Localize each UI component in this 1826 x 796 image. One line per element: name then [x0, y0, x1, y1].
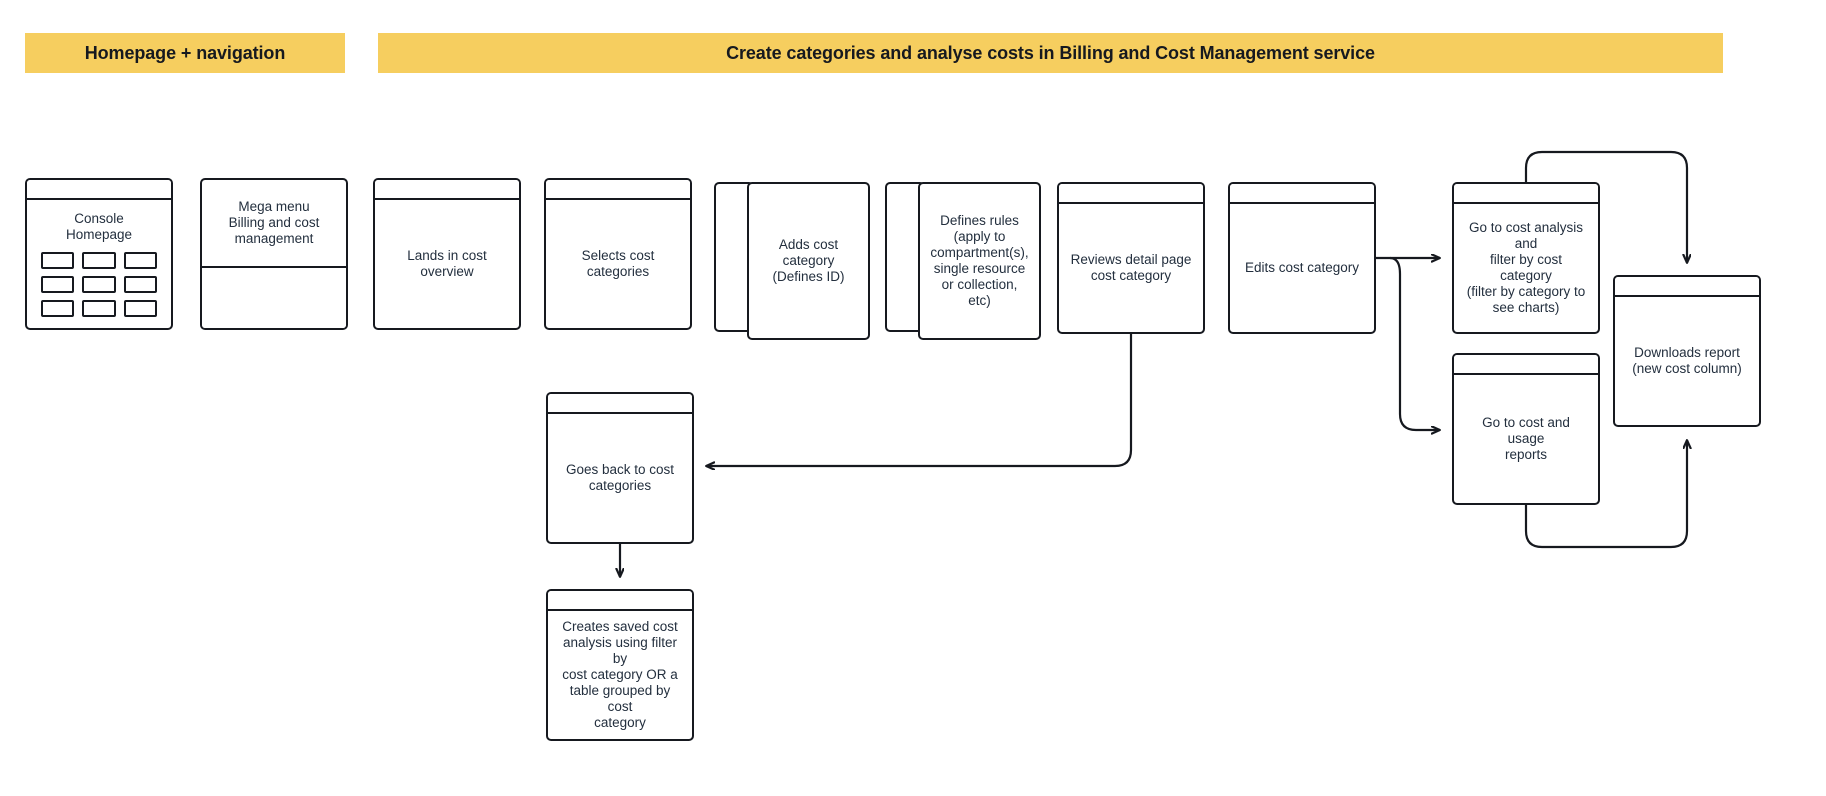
window-frame: Lands in cost overview [373, 178, 521, 330]
homepage-tile[interactable] [41, 276, 75, 294]
homepage-tile[interactable] [123, 276, 157, 294]
window-frame: Go to cost and usage reports [1452, 353, 1600, 505]
window-body: Mega menu Billing and cost management [202, 180, 346, 266]
node-reviews-detail-page[interactable]: Reviews detail page cost category [1057, 182, 1205, 334]
window-titlebar [1454, 355, 1598, 375]
window-frame: Goes back to cost categories [546, 392, 694, 544]
node-lands-in-cost-overview[interactable]: Lands in cost overview [373, 178, 521, 330]
homepage-tile-grid [37, 252, 161, 318]
connector-edits-branch-down [1389, 256, 1440, 430]
window-frame: Defines rules (apply to compartment(s), … [918, 182, 1041, 340]
node-label: Adds cost category (Defines ID) [772, 237, 845, 284]
banner-create-categories: Create categories and analyse costs in B… [378, 33, 1723, 73]
node-label: Selects cost categories [581, 248, 655, 279]
node-label: Downloads report (new cost column) [1632, 345, 1742, 376]
node-go-to-cost-usage-reports[interactable]: Go to cost and usage reports [1452, 353, 1600, 505]
homepage-tile[interactable] [82, 252, 116, 270]
window-body: Go to cost and usage reports [1454, 375, 1598, 503]
window-titlebar [375, 180, 519, 200]
window-panel [202, 266, 346, 328]
window-titlebar [1454, 184, 1598, 204]
window-body: Reviews detail page cost category [1059, 204, 1203, 332]
window-body: Adds cost category (Defines ID) [749, 184, 868, 338]
connector-reviews-to-goes-back [706, 334, 1133, 466]
node-label: Go to cost and usage reports [1482, 415, 1570, 462]
node-creates-saved-analysis[interactable]: Creates saved cost analysis using filter… [546, 589, 694, 741]
window-body: Defines rules (apply to compartment(s), … [920, 184, 1039, 338]
homepage-tile[interactable] [41, 252, 75, 270]
window-body: Goes back to cost categories [548, 414, 692, 542]
homepage-tile[interactable] [82, 276, 116, 294]
window-frame: Go to cost analysis and filter by cost c… [1452, 182, 1600, 334]
window-body: Creates saved cost analysis using filter… [548, 611, 692, 739]
node-go-to-cost-analysis[interactable]: Go to cost analysis and filter by cost c… [1452, 182, 1600, 334]
homepage-tile[interactable] [123, 300, 157, 318]
node-label: Lands in cost overview [407, 248, 487, 279]
window-body: Console Homepage [27, 200, 171, 328]
homepage-tile[interactable] [123, 252, 157, 270]
banner-homepage-navigation: Homepage + navigation [25, 33, 345, 73]
window-body: Lands in cost overview [375, 200, 519, 328]
node-label: Defines rules (apply to compartment(s), … [930, 213, 1029, 308]
window-frame-mega-menu: Mega menu Billing and cost management [200, 178, 348, 330]
window-titlebar [548, 591, 692, 611]
node-label: Console Homepage [65, 210, 133, 242]
node-adds-cost-category[interactable]: Adds cost category (Defines ID) [714, 182, 870, 340]
node-label: Edits cost category [1244, 260, 1360, 276]
node-selects-cost-categories[interactable]: Selects cost categories [544, 178, 692, 330]
window-frame: Selects cost categories [544, 178, 692, 330]
homepage-tile[interactable] [41, 300, 75, 318]
window-body: Selects cost categories [546, 200, 690, 328]
node-downloads-report[interactable]: Downloads report (new cost column) [1613, 275, 1761, 427]
window-titlebar [27, 180, 171, 200]
node-goes-back-cost-categories[interactable]: Goes back to cost categories [546, 392, 694, 544]
window-body: Edits cost category [1230, 204, 1374, 332]
banner-create-categories-label: Create categories and analyse costs in B… [726, 42, 1375, 63]
node-mega-menu[interactable]: Mega menu Billing and cost management [200, 178, 348, 330]
window-frame: Adds cost category (Defines ID) [747, 182, 870, 340]
node-console-homepage[interactable]: Console Homepage [25, 178, 173, 330]
window-titlebar [1059, 184, 1203, 204]
node-label: Goes back to cost categories [565, 462, 675, 493]
window-frame: Reviews detail page cost category [1057, 182, 1205, 334]
window-frame: Creates saved cost analysis using filter… [546, 589, 694, 741]
node-edits-cost-category[interactable]: Edits cost category [1228, 182, 1376, 334]
window-frame: Downloads report (new cost column) [1613, 275, 1761, 427]
window-titlebar [1615, 277, 1759, 297]
node-label: Reviews detail page cost category [1070, 252, 1192, 283]
homepage-tile[interactable] [82, 300, 116, 318]
node-label: Go to cost analysis and filter by cost c… [1466, 220, 1586, 315]
node-label: Creates saved cost analysis using filter… [562, 619, 678, 730]
node-defines-rules[interactable]: Defines rules (apply to compartment(s), … [885, 182, 1041, 340]
window-titlebar [1230, 184, 1374, 204]
window-frame: Edits cost category [1228, 182, 1376, 334]
window-frame-console-homepage: Console Homepage [25, 178, 173, 330]
node-label: Mega menu Billing and cost management [228, 199, 320, 246]
window-body: Downloads report (new cost column) [1615, 297, 1759, 425]
window-body: Go to cost analysis and filter by cost c… [1454, 204, 1598, 332]
banner-homepage-navigation-label: Homepage + navigation [84, 42, 286, 63]
window-titlebar [548, 394, 692, 414]
window-titlebar [546, 180, 690, 200]
